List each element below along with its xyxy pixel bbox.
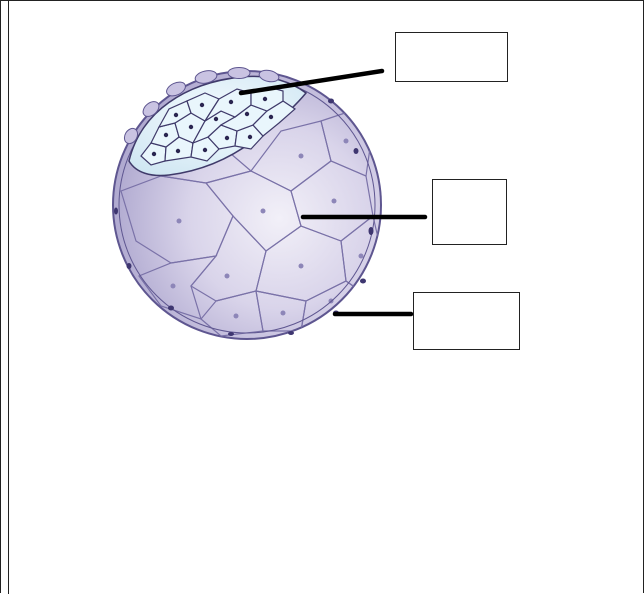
blastocyst-sphere bbox=[113, 68, 381, 340]
label-box-trophoblast[interactable] bbox=[413, 292, 520, 350]
label-box-inner-cell-mass[interactable] bbox=[395, 32, 508, 82]
label-box-blastocoel[interactable] bbox=[432, 179, 507, 245]
